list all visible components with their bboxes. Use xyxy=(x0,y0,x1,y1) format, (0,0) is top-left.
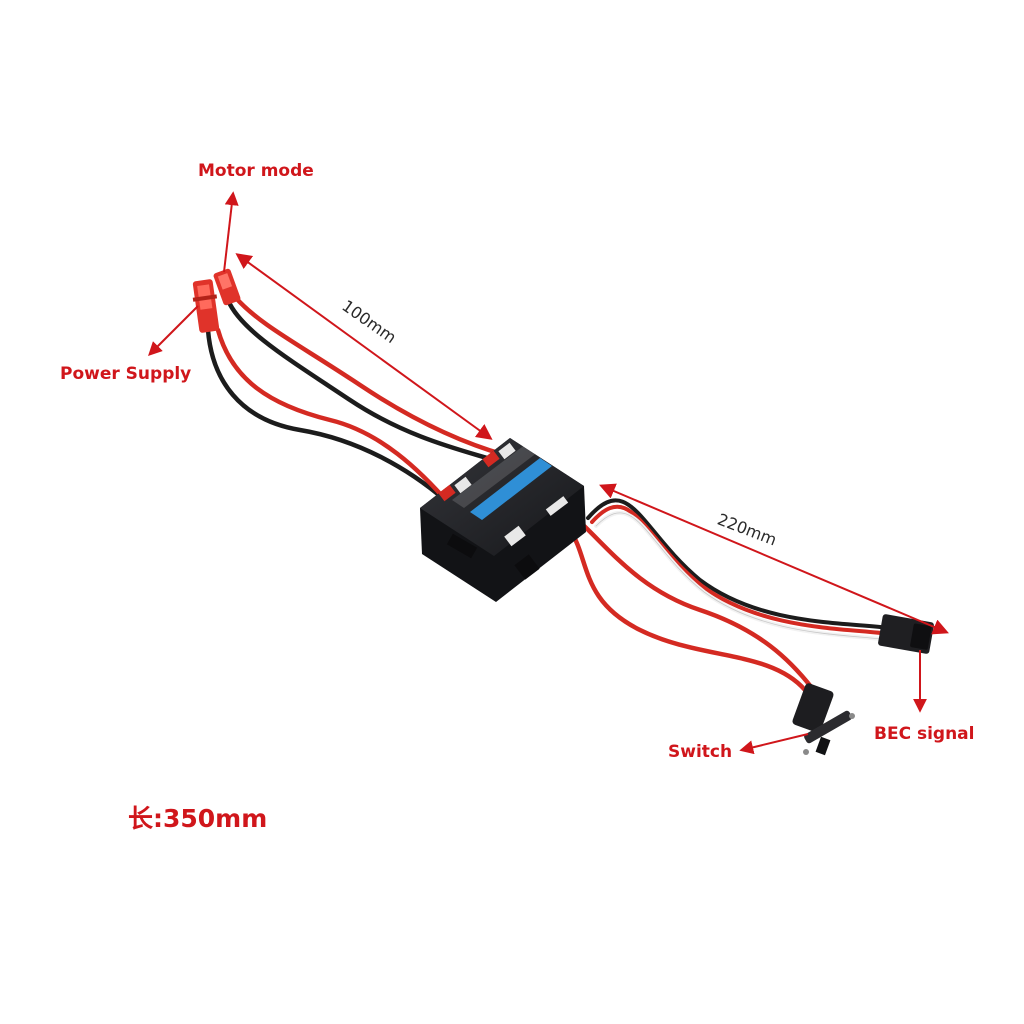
bec-signal-label: BEC signal xyxy=(874,724,975,744)
power-supply-callout-arrow xyxy=(148,305,199,356)
motor-connector xyxy=(213,268,241,306)
total-length-label: 长:350mm xyxy=(128,804,268,833)
power-supply-connector xyxy=(192,279,220,333)
esc-body xyxy=(420,438,586,602)
switch-callout-arrow xyxy=(739,733,809,755)
motor-lead-dimension-arrow xyxy=(235,253,493,440)
bec-connector xyxy=(878,614,934,654)
power-supply-label: Power Supply xyxy=(60,364,192,384)
bec-lead-dimension-arrow xyxy=(599,483,949,635)
switch-body xyxy=(792,683,855,756)
switch-label: Switch xyxy=(668,742,733,762)
motor-mode-label: Motor mode xyxy=(198,161,314,181)
motor-mode-callout-arrow xyxy=(223,191,239,273)
switch-leads xyxy=(567,519,815,693)
